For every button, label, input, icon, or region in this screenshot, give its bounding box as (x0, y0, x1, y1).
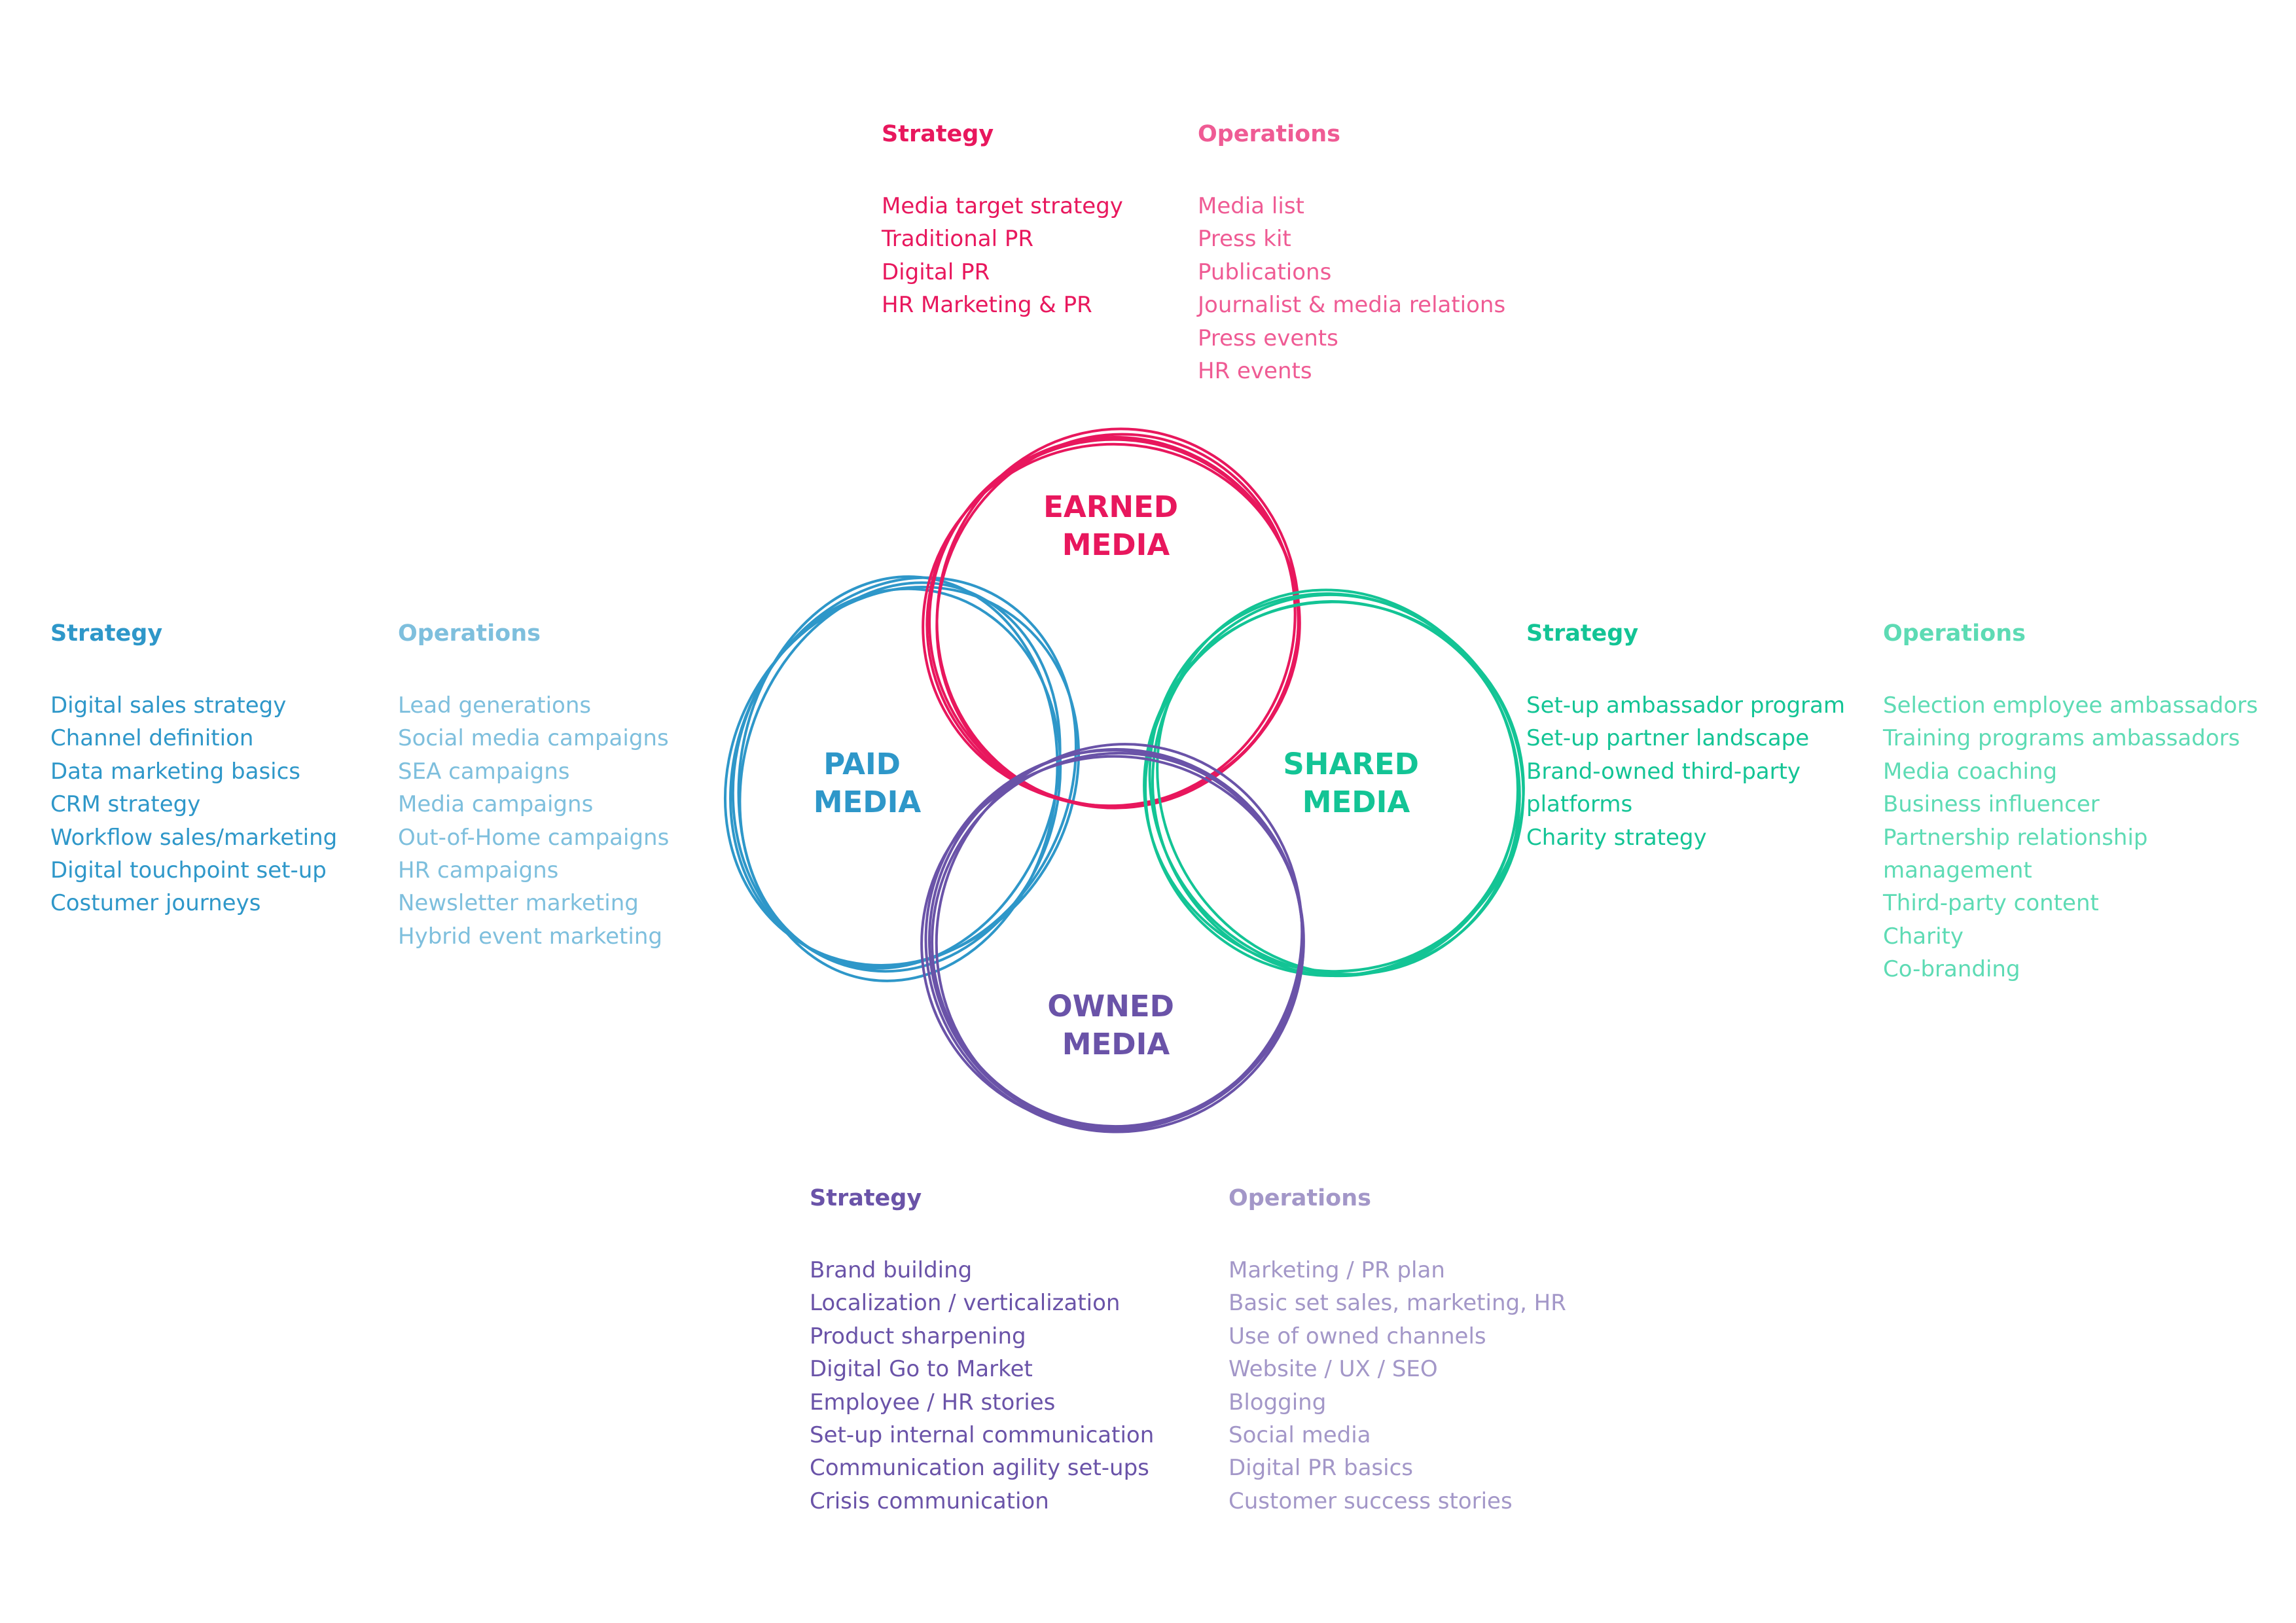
list-item: Training programs ambassadors (1883, 725, 2240, 752)
list-item: Digital sales strategy (50, 692, 287, 719)
list-item: Charity strategy (1526, 824, 1707, 851)
shared-operations-heading: Operations (1883, 620, 2026, 647)
earned-media-label: EARNED MEDIA (1043, 490, 1189, 562)
shared-label-line2: MEDIA (1302, 785, 1410, 819)
earned-strategy-heading: Strategy (882, 121, 994, 147)
list-item: Partnership relationship (1883, 824, 2148, 851)
owned-label-line2: MEDIA (1062, 1027, 1170, 1061)
earned-label-line1: EARNED (1043, 490, 1178, 524)
shared-strategy-heading: Strategy (1526, 620, 1639, 647)
list-item: Business influencer (1883, 791, 2100, 818)
list-item: Set-up ambassador program (1526, 692, 1845, 719)
owned-label-line1: OWNED (1047, 989, 1174, 1024)
list-item: Employee / HR stories (810, 1389, 1056, 1416)
list-item: Use of owned channels (1229, 1323, 1486, 1349)
list-item: Brand building (810, 1257, 973, 1283)
list-item: Digital Go to Market (810, 1356, 1033, 1383)
list-item: Blogging (1229, 1389, 1327, 1416)
list-item: Localization / verticalization (810, 1290, 1121, 1317)
list-item: Media list (1198, 193, 1304, 219)
list-item: Charity (1883, 923, 1964, 950)
list-item: Digital touchpoint set-up (50, 857, 327, 884)
paid-label-line1: PAID (823, 747, 901, 781)
list-item: Set-up partner landscape (1526, 725, 1810, 752)
list-item: Workflow sales/marketing (50, 824, 338, 851)
owned-strategy-heading: Strategy (810, 1185, 922, 1211)
list-item: HR campaigns (398, 857, 559, 884)
list-item: Co-branding (1883, 956, 2020, 983)
shared-circle (1143, 588, 1525, 978)
list-item: Communication agility set-ups (810, 1455, 1149, 1482)
list-item: Selection employee ambassadors (1883, 692, 2258, 719)
list-item: Digital PR basics (1229, 1455, 1413, 1482)
list-item: HR Marketing & PR (882, 292, 1092, 319)
earned-operations-heading: Operations (1198, 121, 1340, 147)
list-item: Out-of-Home campaigns (398, 824, 670, 851)
list-item: Costumer journeys (50, 890, 261, 917)
list-item: Brand-owned third-party (1526, 758, 1801, 785)
owned-media-label: OWNED MEDIA (1047, 989, 1184, 1061)
list-item: Set-up internal communication (810, 1422, 1155, 1449)
paid-label-line2: MEDIA (814, 785, 922, 819)
list-item: Crisis communication (810, 1488, 1049, 1514)
list-item: Media coaching (1883, 758, 2058, 785)
list-item: Journalist & media relations (1198, 292, 1506, 319)
shared-media-label: SHARED MEDIA (1283, 747, 1429, 819)
list-item: Media target strategy (882, 193, 1123, 219)
list-item: Media campaigns (398, 791, 594, 818)
list-item: Marketing / PR plan (1229, 1257, 1445, 1283)
list-item: Social media campaigns (398, 725, 669, 752)
list-item: platforms (1526, 791, 1633, 818)
list-item: CRM strategy (50, 791, 201, 818)
list-item: Publications (1198, 259, 1332, 285)
list-item: Newsletter marketing (398, 890, 639, 917)
shared-operations-block: Operations Selection employee ambassador… (1883, 617, 2258, 986)
paid-strategy-heading: Strategy (50, 620, 163, 647)
list-item: SEA campaigns (398, 758, 570, 785)
list-item: Digital PR (882, 259, 990, 285)
owned-operations-heading: Operations (1229, 1185, 1371, 1211)
list-item: HR events (1198, 358, 1312, 385)
shared-label-line1: SHARED (1283, 747, 1419, 781)
paid-circle (723, 575, 1081, 982)
list-item: Basic set sales, marketing, HR (1229, 1290, 1566, 1317)
list-item: Third-party content (1883, 890, 2099, 917)
list-item: Website / UX / SEO (1229, 1356, 1438, 1383)
list-item: management (1883, 857, 2032, 884)
list-item: Data marketing basics (50, 758, 301, 785)
list-item: Traditional PR (882, 226, 1033, 253)
list-item: Customer success stories (1229, 1488, 1513, 1514)
earned-label-line2: MEDIA (1062, 527, 1170, 562)
list-item: Lead generations (398, 692, 592, 719)
list-item: Press events (1198, 325, 1338, 351)
list-item: Social media (1229, 1422, 1371, 1449)
list-item: Channel definition (50, 725, 254, 752)
paid-operations-heading: Operations (398, 620, 541, 647)
earned-circle (922, 427, 1301, 810)
owned-circle (920, 743, 1305, 1133)
paid-media-label: PAID MEDIA (814, 747, 922, 819)
list-item: Product sharpening (810, 1323, 1026, 1349)
list-item: Press kit (1198, 226, 1291, 253)
list-item: Hybrid event marketing (398, 923, 662, 950)
